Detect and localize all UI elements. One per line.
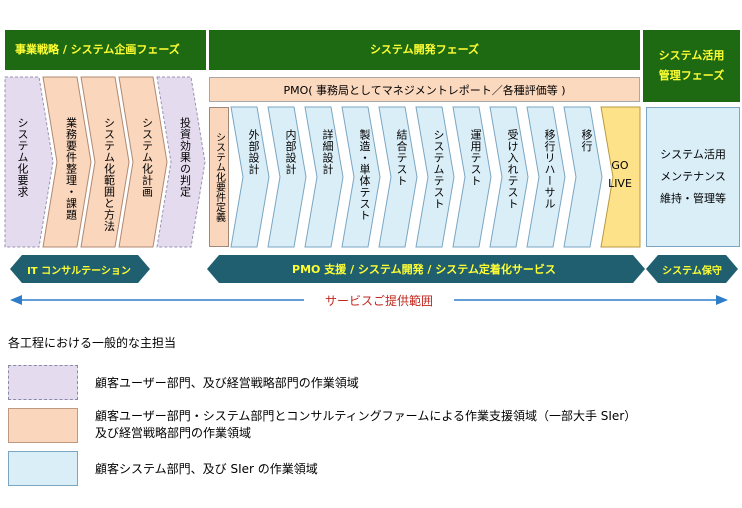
- dev-step-chevron-3: [304, 106, 344, 248]
- go-live-label: GO LIVE: [596, 150, 644, 200]
- left-step-chevron-5: [156, 76, 206, 248]
- legend-item-2-line1: 顧客ユーザー部門・システム部門とコンサルティングファームによる作業支援領域（一部…: [95, 409, 637, 423]
- banner-maintenance: システム保守: [652, 259, 732, 279]
- dev-step-chevron-1: [230, 106, 270, 248]
- legend-item-1-line1: 顧客ユーザー部門、及び経営戦略部門の作業領域: [95, 376, 359, 390]
- go-live-line2: LIVE: [608, 177, 632, 190]
- step-requirements-definition: システム化要件定義: [209, 107, 229, 247]
- legend-swatch-peach: [8, 408, 78, 443]
- dev-step-chevron-7: [452, 106, 492, 248]
- dev-step-chevron-9: [526, 106, 566, 248]
- banner-it-consulting-label: IT コンサルテーション: [27, 265, 131, 277]
- service-range-label-bg: [304, 292, 454, 308]
- banner-maintenance-label: システム保守: [662, 265, 722, 277]
- banner-arrow-pmo-support: [207, 255, 645, 283]
- phase-header-maintenance: システム活用 管理フェーズ: [643, 30, 740, 102]
- maintenance-box: システム活用 メンテナンス 維持・管理等: [646, 107, 740, 247]
- left-step-chevron-1: [4, 76, 54, 248]
- legend-item-2: 顧客ユーザー部門・システム部門とコンサルティングファームによる作業支援領域（一部…: [95, 408, 735, 442]
- left-chevron-group: [4, 76, 206, 248]
- banner-pmo-support-label: PMO 支援 / システム開発 / システム定着化サービス: [292, 263, 556, 276]
- legend-item-3-line1: 顧客システム部門、及び SIer の作業領域: [95, 462, 318, 476]
- legend-swatch-blue: [8, 451, 78, 486]
- service-range-arrowhead-right: [716, 295, 728, 305]
- service-range-arrow: [10, 292, 728, 308]
- phase-header-development: システム開発フェーズ: [209, 30, 640, 70]
- banner-arrow-it-consulting: [10, 255, 150, 283]
- legend-swatch-lavender: [8, 365, 78, 400]
- go-live-line1: GO: [611, 159, 629, 172]
- maintenance-item-1: システム活用: [660, 148, 726, 161]
- pmo-bar-label: PMO( 事務局としてマネジメントレポート／各種評価等 ): [283, 83, 566, 97]
- service-range-arrowhead-left: [10, 295, 22, 305]
- legend-item-1: 顧客ユーザー部門、及び経営戦略部門の作業領域: [95, 375, 735, 392]
- banner-it-consulting: IT コンサルテーション: [16, 259, 142, 279]
- phase-header-development-label: システム開発フェーズ: [369, 43, 480, 56]
- legend-title: 各工程における一般的な主担当: [8, 336, 177, 350]
- legend-item-2-line2: 及び経営戦略部門の作業領域: [95, 426, 252, 440]
- dev-step-chevron-2: [267, 106, 307, 248]
- dev-step-chevron-8: [489, 106, 529, 248]
- pmo-bar: PMO( 事務局としてマネジメントレポート／各種評価等 ): [209, 77, 640, 102]
- left-step-chevron-4: [118, 76, 168, 248]
- step-requirements-definition-label: システム化要件定義: [213, 132, 225, 222]
- legend-item-3: 顧客システム部門、及び SIer の作業領域: [95, 461, 735, 478]
- phase-header-business-label: 事業戦略 / システム企画フェーズ: [15, 43, 180, 56]
- left-step-chevron-2: [42, 76, 92, 248]
- banner-pmo-support: PMO 支援 / システム開発 / システム定着化サービス: [225, 259, 623, 279]
- dev-step-chevron-5: [378, 106, 418, 248]
- maintenance-item-3: 維持・管理等: [660, 192, 726, 205]
- service-range-text: サービスご提供範囲: [324, 293, 433, 308]
- banner-arrow-maintenance: [646, 255, 738, 283]
- phase-header-maintenance-line1: システム活用: [658, 49, 725, 62]
- phase-header-business: 事業戦略 / システム企画フェーズ: [5, 30, 206, 70]
- phase-header-maintenance-line2: 管理フェーズ: [658, 69, 725, 82]
- dev-chevron-group: [230, 106, 641, 248]
- maintenance-item-2: メンテナンス: [660, 170, 726, 183]
- dev-step-chevron-10: [563, 106, 603, 248]
- go-live-chevron: [600, 106, 641, 248]
- service-range-label: サービスご提供範囲: [304, 292, 454, 308]
- dev-step-chevron-6: [415, 106, 455, 248]
- left-step-chevron-3: [80, 76, 130, 248]
- dev-step-chevron-4: [341, 106, 381, 248]
- banner-group: [10, 255, 738, 283]
